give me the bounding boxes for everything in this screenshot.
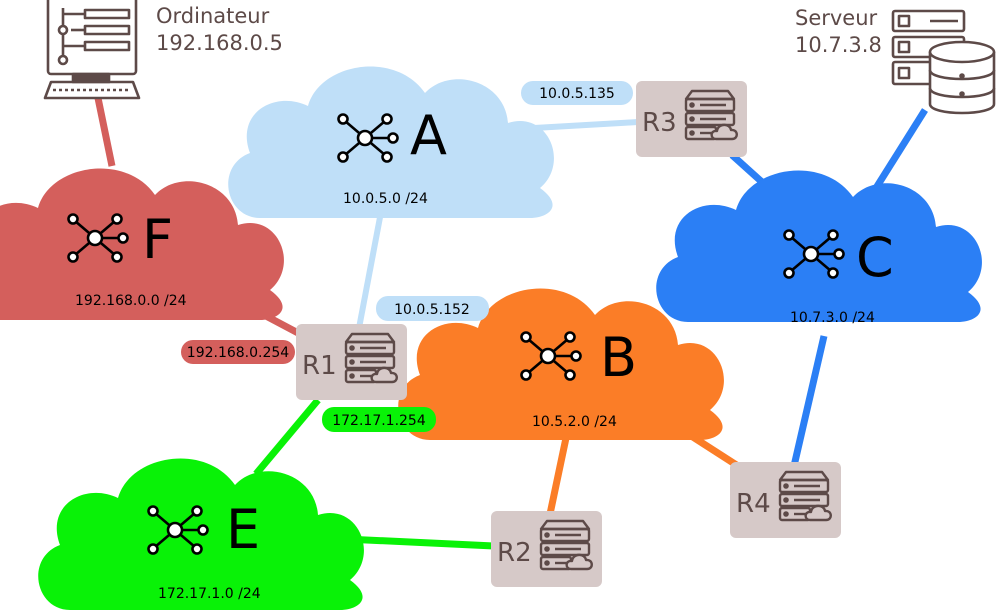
network-subnet-f: 192.168.0.0 /24 [75,293,187,309]
server-database-icon [891,9,996,115]
network-letter-f: F [142,208,173,271]
link-c-r4 [790,335,828,467]
network-letter-a: A [410,104,447,167]
network-cloud-b: B 10.5.2.0 /24 [398,288,724,440]
interface-address: 10.0.5.135 [539,86,615,102]
network-subnet-a: 10.0.5.0 /24 [343,191,428,207]
network-letter-b: B [600,326,637,389]
network-subnet-b: 10.5.2.0 /24 [532,414,617,430]
link-b-r2 [546,437,570,515]
router-label-r4: R4 [736,489,771,519]
server-name: Serveur [795,6,878,30]
network-cloud-e: E 172.17.1.0 /24 [38,458,364,610]
network-subnet-e: 172.17.1.0 /24 [158,586,261,602]
interface-address: 192.168.0.254 [187,345,290,361]
link-a-r1 [356,211,384,329]
router-r3[interactable]: R3 [636,81,747,157]
link-r1-e [253,397,321,477]
network-cloud-c: C 10.7.3.0 /24 [656,170,982,326]
interface-pill-r1-f: 192.168.0.254 [181,340,295,364]
router-r2[interactable]: R2 [491,511,602,587]
network-letter-e: E [226,498,260,561]
router-r4[interactable]: R4 [730,462,841,538]
link-computer-f [94,97,116,167]
computer-ip: 192.168.0.5 [156,31,283,55]
network-subnet-c: 10.7.3.0 /24 [790,310,875,326]
router-label-r2: R2 [497,538,532,568]
interface-address: 10.0.5.152 [394,302,470,318]
link-server-c [873,108,928,190]
interface-pill-r1-e: 172.17.1.254 [322,407,436,432]
computer-name: Ordinateur [156,4,270,28]
computer-icon [43,0,141,100]
interface-pill-r1-a: 10.0.5.152 [376,296,489,321]
network-cloud-f: F 192.168.0.0 /24 [0,168,284,320]
interface-address: 172.17.1.254 [332,413,426,429]
router-label-r3: R3 [642,108,677,138]
interface-pill-r3-a: 10.0.5.135 [521,81,633,105]
server-ip: 10.7.3.8 [795,33,882,57]
network-letter-c: C [856,226,894,289]
router-label-r1: R1 [302,351,337,381]
network-cloud-a: A 10.0.5.0 /24 [228,66,554,218]
router-r1[interactable]: R1 [296,324,407,400]
